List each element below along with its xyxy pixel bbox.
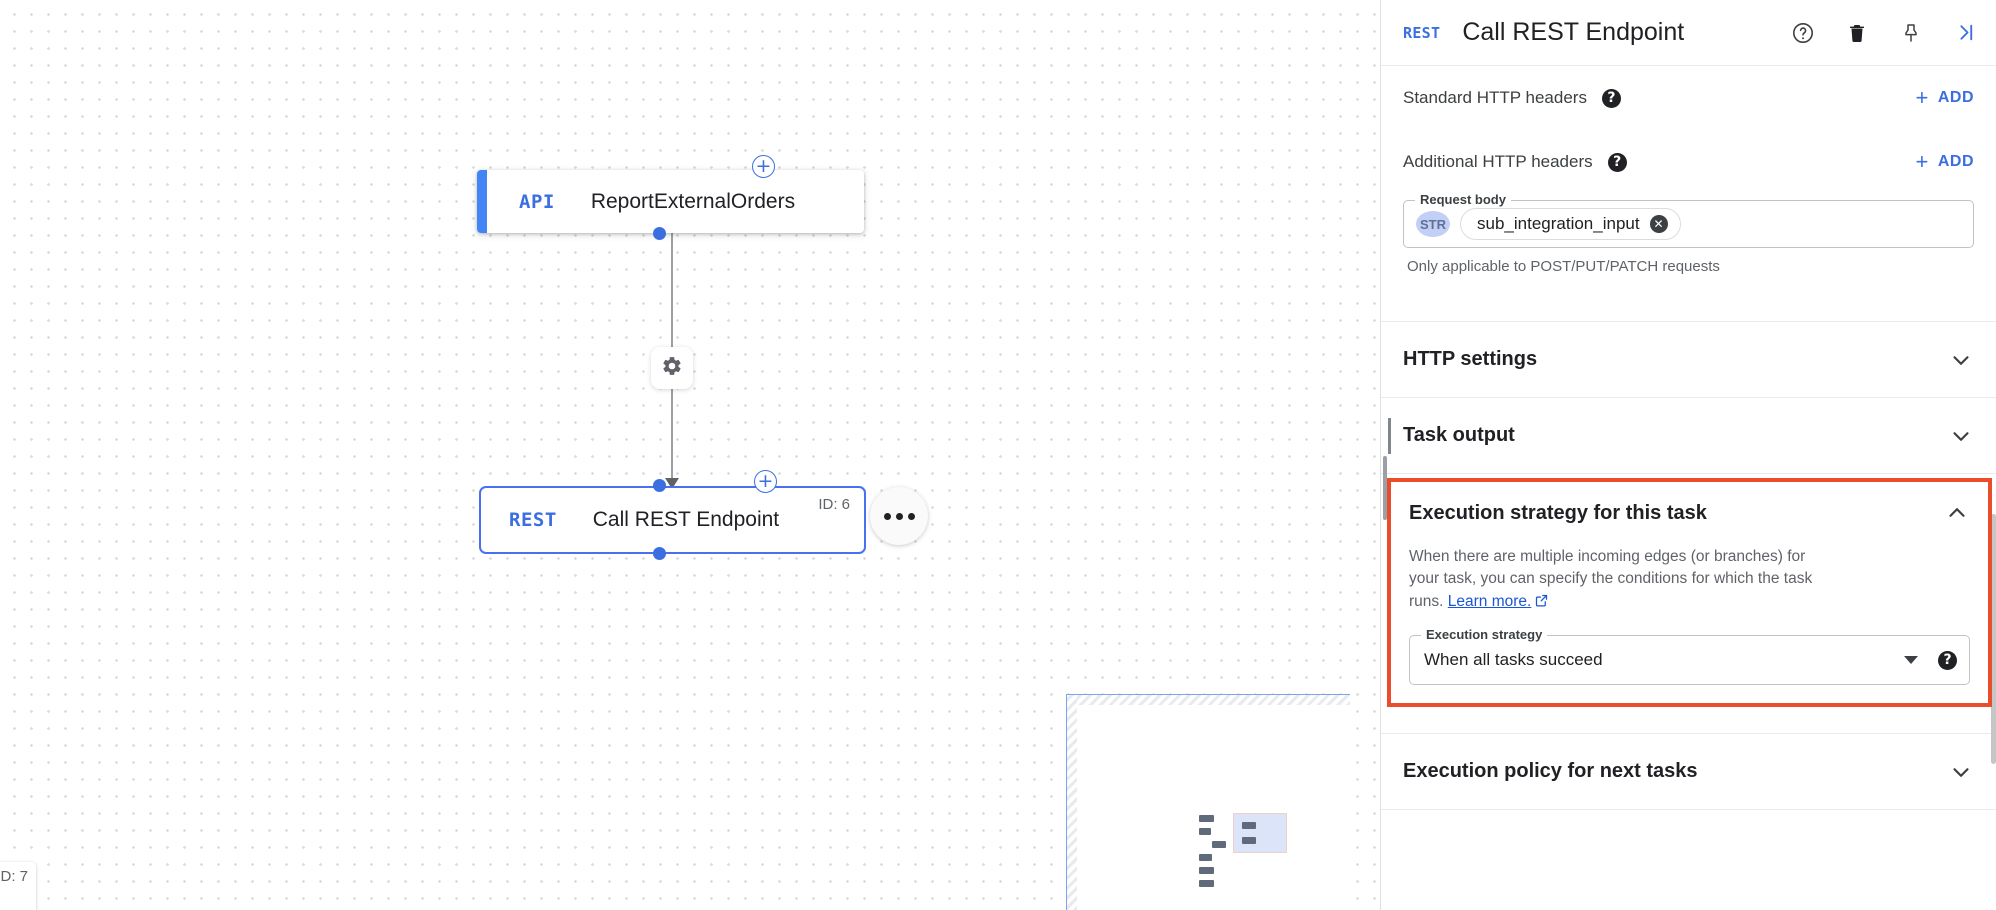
panel-header: REST Call REST Endpoint bbox=[1381, 0, 1996, 66]
add-label: ADD bbox=[1937, 153, 1974, 170]
execution-strategy-select[interactable]: Execution strategy When all tasks succee… bbox=[1409, 627, 1970, 686]
canvas-node-rest-selected[interactable]: REST Call REST Endpoint ID: 6 bbox=[479, 486, 866, 554]
minimap-hatch-top bbox=[1067, 695, 1350, 705]
add-standard-header-button[interactable]: + ADD bbox=[1915, 87, 1974, 109]
more-horizontal-icon bbox=[895, 512, 903, 520]
divider bbox=[1381, 733, 1996, 735]
node-id-label: ID: 7 bbox=[0, 868, 28, 885]
section-title: Execution policy for next tasks bbox=[1403, 760, 1698, 783]
divider bbox=[1381, 809, 1996, 811]
help-circle-icon[interactable] bbox=[1791, 21, 1815, 45]
section-title: HTTP settings bbox=[1403, 348, 1538, 370]
chevron-down-icon bbox=[1948, 423, 1974, 449]
section-active-marker bbox=[1388, 418, 1391, 454]
node-accent-bar bbox=[477, 170, 487, 233]
canvas-node-api-trigger[interactable]: API ReportExternalOrders bbox=[477, 170, 864, 233]
request-body-chip[interactable]: sub_integration_input ✕ bbox=[1460, 208, 1681, 240]
divider bbox=[1381, 321, 1996, 322]
workflow-canvas[interactable]: API ReportExternalOrders + REST Call RES… bbox=[0, 0, 1380, 910]
learn-more-link[interactable]: Learn more. bbox=[1447, 592, 1532, 610]
task-config-panel: REST Call REST Endpoint bbox=[1380, 0, 1996, 910]
execution-strategy-section-highlighted[interactable]: Execution strategy for this task When th… bbox=[1387, 478, 1992, 708]
panel-right-scrollbar-thumb[interactable] bbox=[1991, 514, 1996, 764]
panel-scrollbar[interactable] bbox=[1381, 66, 1387, 910]
collapse-panel-icon[interactable] bbox=[1953, 20, 1978, 45]
pin-icon[interactable] bbox=[1899, 21, 1923, 45]
section-title: Execution strategy for this task bbox=[1409, 501, 1707, 524]
plus-circle-icon: + bbox=[755, 155, 772, 177]
plus-circle-icon: + bbox=[757, 470, 774, 492]
execution-strategy-header[interactable]: Execution strategy for this task bbox=[1409, 482, 1970, 544]
external-link-icon[interactable] bbox=[1534, 593, 1549, 615]
more-horizontal-icon bbox=[883, 512, 891, 520]
execution-strategy-description-text: When there are multiple incoming edges (… bbox=[1409, 548, 1813, 610]
add-node-button-api[interactable]: + bbox=[752, 155, 775, 178]
chevron-down-icon bbox=[1948, 759, 1974, 785]
edge-arrow-icon bbox=[665, 478, 679, 489]
additional-http-headers-row: Additional HTTP headers ? + ADD bbox=[1381, 130, 1996, 194]
chevron-down-icon[interactable] bbox=[1904, 656, 1918, 665]
execution-strategy-legend: Execution strategy bbox=[1421, 627, 1548, 643]
more-horizontal-icon bbox=[907, 512, 915, 520]
node-input-port[interactable] bbox=[653, 479, 666, 492]
clear-icon[interactable]: ✕ bbox=[1649, 215, 1668, 233]
panel-type-badge: REST bbox=[1403, 23, 1441, 42]
plus-icon: + bbox=[1915, 85, 1929, 110]
section-execution-policy[interactable]: Execution policy for next tasks bbox=[1381, 734, 1996, 809]
variable-type-badge: STR bbox=[1416, 211, 1450, 237]
standard-http-headers-label: Standard HTTP headers bbox=[1403, 88, 1587, 107]
minimap-schematic-icon bbox=[1199, 813, 1287, 893]
panel-body: Standard HTTP headers ? + ADD Additional… bbox=[1381, 66, 1996, 910]
node-label: Call REST Endpoint bbox=[592, 508, 780, 531]
node-label: ReportExternalOrders bbox=[590, 189, 796, 213]
section-task-output[interactable]: Task output bbox=[1381, 398, 1996, 473]
canvas-node-clipped[interactable]: ID: 7 bbox=[0, 862, 36, 910]
section-title: Task output bbox=[1403, 424, 1515, 446]
section-http-settings[interactable]: HTTP settings bbox=[1381, 322, 1996, 397]
divider bbox=[1381, 473, 1996, 474]
execution-strategy-description: When there are multiple incoming edges (… bbox=[1409, 546, 1839, 615]
plus-icon: + bbox=[1915, 149, 1929, 174]
chevron-up-icon bbox=[1944, 500, 1970, 526]
node-id-label: ID: 6 bbox=[818, 496, 850, 513]
panel-title: Call REST Endpoint bbox=[1462, 18, 1685, 46]
panel-scrollbar-thumb[interactable] bbox=[1383, 456, 1387, 520]
request-body-helper-text: Only applicable to POST/PUT/PATCH reques… bbox=[1407, 258, 1720, 275]
node-more-options-button[interactable] bbox=[870, 487, 928, 545]
add-label: ADD bbox=[1937, 89, 1974, 106]
node-type-badge: API bbox=[519, 190, 555, 213]
help-icon[interactable]: ? bbox=[1601, 88, 1621, 108]
divider bbox=[1381, 397, 1996, 398]
help-icon[interactable]: ? bbox=[1607, 152, 1627, 172]
gear-icon bbox=[661, 355, 683, 382]
node-output-port[interactable] bbox=[653, 547, 666, 560]
add-additional-header-button[interactable]: + ADD bbox=[1915, 151, 1974, 173]
minimap-hatch-left bbox=[1067, 695, 1077, 910]
chevron-down-icon bbox=[1948, 347, 1974, 373]
additional-http-headers-label: Additional HTTP headers bbox=[1403, 152, 1593, 171]
node-output-port[interactable] bbox=[653, 227, 666, 240]
node-type-badge: REST bbox=[509, 509, 557, 531]
panel-header-actions bbox=[1791, 20, 1978, 45]
request-body-chip-label: sub_integration_input bbox=[1477, 214, 1640, 233]
edge-settings-button[interactable] bbox=[651, 347, 693, 389]
add-node-button-rest[interactable]: + bbox=[754, 470, 777, 493]
execution-strategy-value: When all tasks succeed bbox=[1424, 650, 1603, 670]
help-icon[interactable]: ? bbox=[1938, 650, 1957, 670]
request-body-field[interactable]: Request body STR sub_integration_input ✕ bbox=[1403, 192, 1974, 248]
standard-http-headers-row: Standard HTTP headers ? + ADD bbox=[1381, 66, 1996, 130]
request-body-legend: Request body bbox=[1415, 192, 1511, 207]
canvas-minimap-overlay[interactable] bbox=[1066, 694, 1350, 910]
trash-icon[interactable] bbox=[1845, 21, 1869, 45]
